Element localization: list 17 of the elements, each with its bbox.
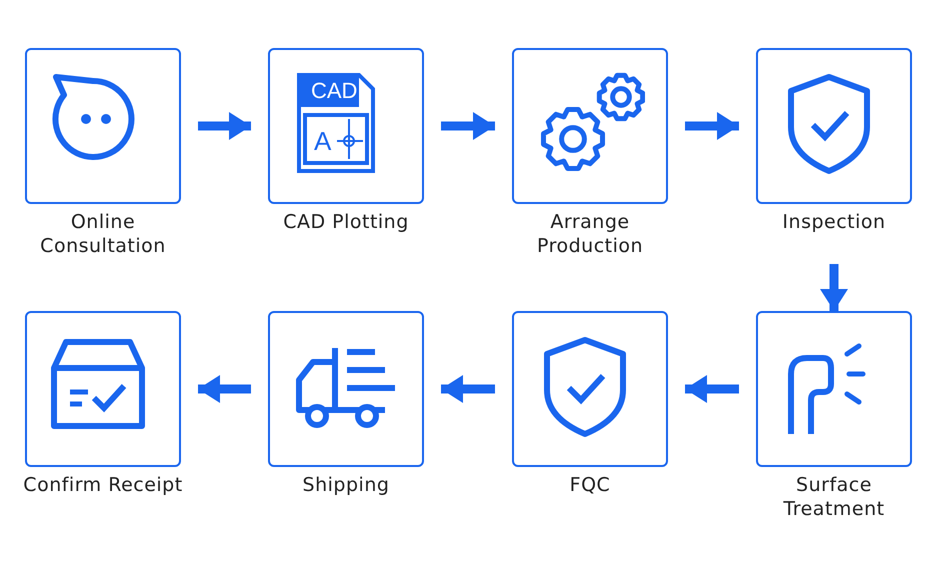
arrow — [820, 264, 848, 311]
icon-text: A — [314, 128, 332, 154]
step-label: Arrange Production — [536, 210, 644, 258]
step-label: Online Consultation — [39, 210, 167, 258]
step-label: FQC — [568, 473, 612, 497]
icon-text: CAD — [311, 80, 358, 102]
step-label: Surface Treatment — [782, 473, 886, 521]
arrow — [198, 112, 251, 140]
arrow — [441, 375, 495, 403]
step-label: Inspection — [781, 210, 887, 234]
step-label: Confirm Receipt — [22, 473, 184, 497]
arrow — [198, 375, 251, 403]
arrow — [685, 112, 739, 140]
arrow — [685, 375, 739, 403]
step-label: CAD Plotting — [282, 210, 410, 234]
step-label: Shipping — [302, 473, 390, 497]
arrow — [441, 112, 495, 140]
